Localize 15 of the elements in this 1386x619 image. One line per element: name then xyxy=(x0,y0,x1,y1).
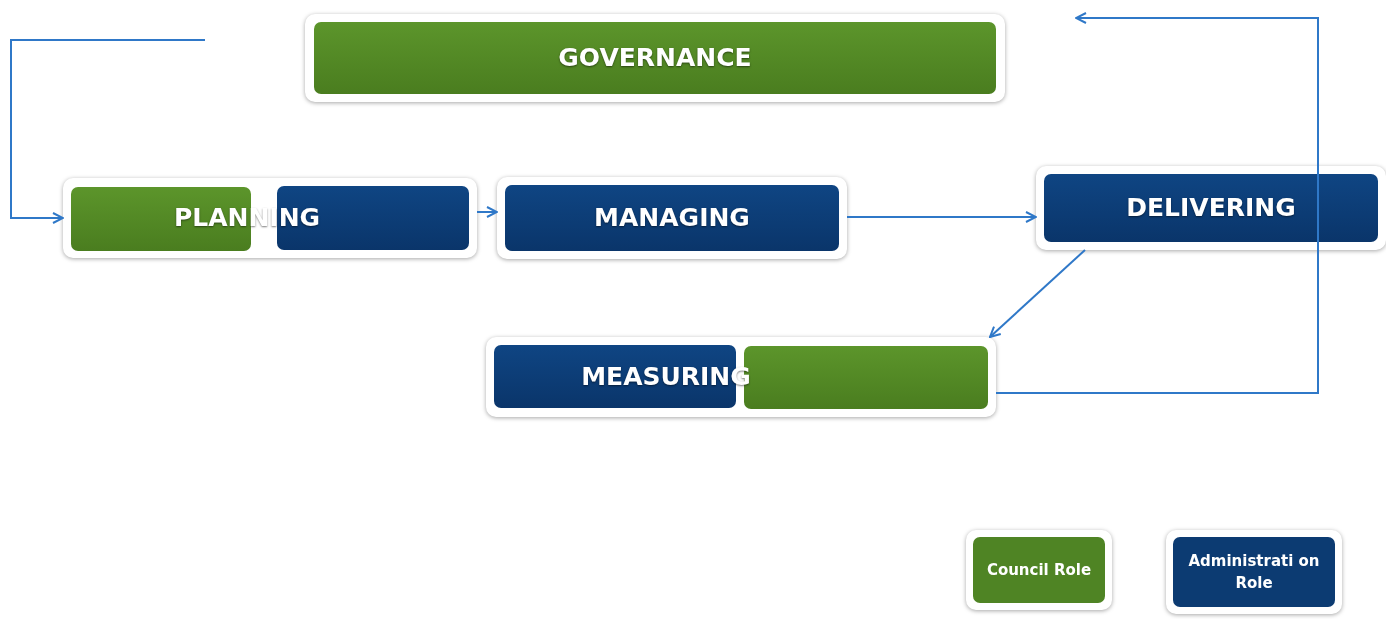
process-box xyxy=(305,14,1005,102)
box-label: DELIVERING xyxy=(1126,193,1296,223)
process-box xyxy=(497,177,847,259)
box-label: MANAGING xyxy=(594,203,750,233)
arrow xyxy=(846,211,1037,223)
arrow xyxy=(476,206,498,218)
arrow xyxy=(10,39,206,224)
process-box xyxy=(63,178,477,258)
arrow xyxy=(995,12,1319,394)
arrow xyxy=(989,249,1086,338)
box-label: GOVERNANCE xyxy=(558,43,752,73)
legend-label: Council Role xyxy=(985,560,1093,581)
process-box xyxy=(1036,166,1386,250)
process-box xyxy=(486,337,996,417)
legend-label: Administrati on Role xyxy=(1187,551,1321,594)
